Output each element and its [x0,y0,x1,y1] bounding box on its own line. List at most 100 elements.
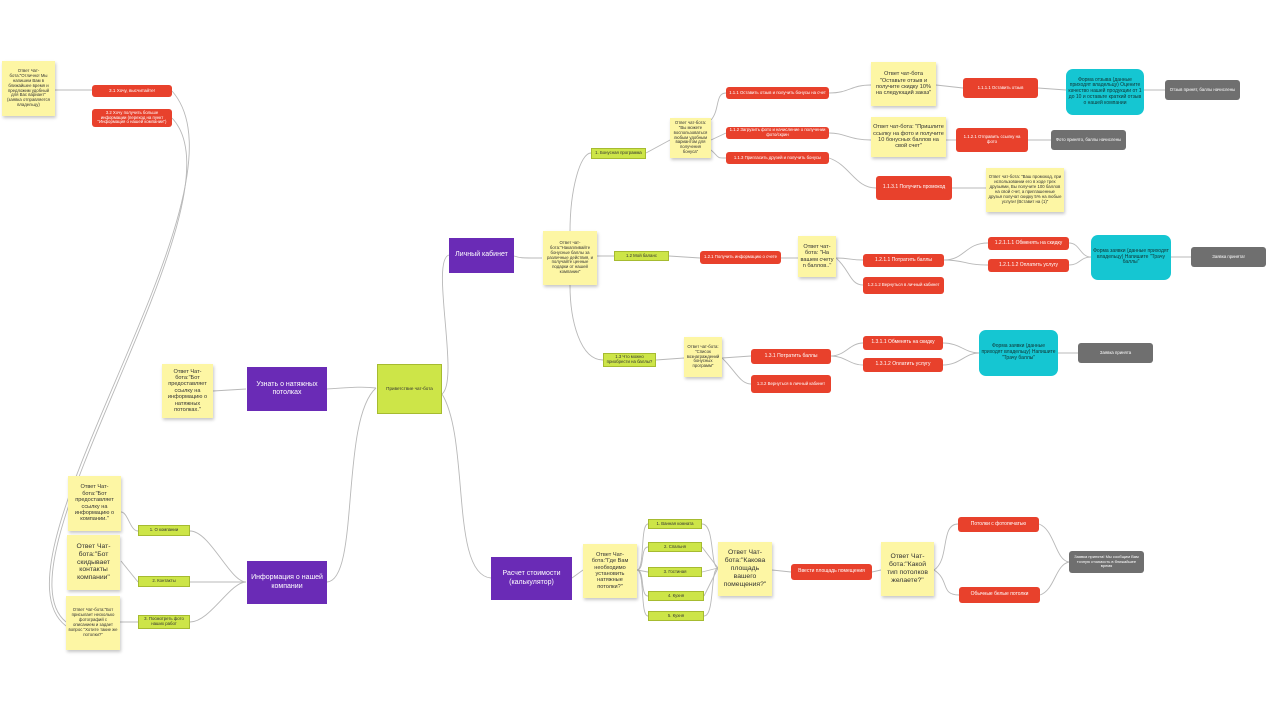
location-answer-sticky[interactable]: Ответ Чат-бота:"Где Вам необходимо устан… [583,544,637,598]
connector [710,149,727,159]
cabinet-answer-sticky[interactable]: Ответ чат-бота:"Накапливайте бонусные ба… [543,231,597,285]
my-balance-node[interactable]: 1.2 Мой баланс [614,251,669,261]
connector [701,546,719,569]
connector [830,355,864,366]
area-answer-sticky[interactable]: Ответ Чат-бота:"Какова площадь вашего по… [718,542,772,596]
rewards-form-node[interactable]: Форма заявки (данные приходят владельцу)… [979,330,1058,376]
bonus-program-node[interactable]: 1. Бонусная программа [591,148,646,159]
balance-pay-node[interactable]: 1.2.1.1.2 Оплатить услугу [988,259,1069,272]
root-greeting-node[interactable]: Приветствие чат-бота [377,364,442,414]
want-calc-node[interactable]: 3.1 Хочу, высчитайте! [92,85,172,97]
review-accepted-node[interactable]: Отзыв принят, баллы начислены [1165,80,1240,100]
rewards-back-node[interactable]: 1.3.2 Вернуться в личный кабинет [751,375,831,393]
connector [835,257,864,261]
connector [1068,256,1092,266]
upload-photo-node[interactable]: 1.1.2 Загрузить фото и начисление о полу… [726,127,829,139]
connector [645,139,671,154]
invite-friends-node[interactable]: 1.1.3 Пригласить друзей и получить бонус… [726,152,829,164]
room-bedroom-node[interactable]: 2. Спальня [648,542,702,552]
company-photos-node[interactable]: 3. Посмотреть фото наших работ [138,615,190,629]
connector [943,259,989,266]
photos-answer-sticky[interactable]: Ответ Чат-бота:"Бот присылает несколько … [66,596,120,650]
rewards-discount-node[interactable]: 1.3.1.1 Обменять на скидку [863,336,943,350]
rewards-request-done-node[interactable]: Заявка принята [1078,343,1153,363]
balance-info-node[interactable]: 1.2.1 Получить информацию о счете [700,251,781,264]
personal-cabinet-node[interactable]: Личный кабинет [449,238,514,273]
leave-review-node[interactable]: 1.1.1 Оставить отзыв и получить бонусы н… [726,87,829,99]
photo-answer-sticky[interactable]: Ответ чат-бота: "Пришлите ссылку на фото… [871,117,946,157]
connector [120,511,139,532]
connector [49,90,190,627]
plain-white-ceiling-node[interactable]: Обычные белые потолки [959,587,1040,603]
connector [51,117,187,623]
connector [942,352,980,366]
rewards-answer-sticky[interactable]: Ответ чат-бота: "Список вознаграждений б… [684,337,722,377]
balance-request-done-node[interactable]: Заявка принята! [1191,247,1266,267]
enter-area-node[interactable]: Ввести площадь помещения [791,564,872,580]
connector [569,152,592,233]
review-submit-node[interactable]: 1.1.1.1 Оставить отзыв [963,78,1038,98]
connector [871,569,882,573]
company-info-node[interactable]: Информация о нашей компании [247,561,327,604]
rewards-spend-node[interactable]: 1.3.1 Потратить баллы [751,349,831,364]
room-living-node[interactable]: 3. Гостиная [648,567,702,577]
connector [933,569,960,596]
connector [1068,242,1092,258]
connector [655,357,685,361]
send-photo-link-node[interactable]: 1.1.2.1 Отправить ссылку на фото [956,128,1028,152]
room-kitchen-node[interactable]: 4. Кухня [648,591,704,601]
balance-answer-sticky[interactable]: Ответ чат-бота: "На вашем счету n баллов… [798,236,836,277]
connector [1039,561,1070,596]
review-answer-sticky[interactable]: Ответ чат-бота "Оставьте отзыв и получит… [871,62,936,106]
connector [942,342,980,354]
connector [189,530,247,583]
ceilings-answer-sticky[interactable]: Ответ Чат-бота:"Бот предоставляет ссылку… [162,364,213,418]
connector [935,84,964,89]
what-to-buy-node[interactable]: 1.3 Что можно приобрести на баллы? [603,353,656,367]
connector [668,255,701,259]
get-promo-node[interactable]: 1.1.3.1 Получить промокод [876,176,952,200]
connector [571,569,584,579]
connector [701,523,719,569]
connector [721,355,752,359]
photo-accepted-node[interactable]: Фото принято, баллы начислены [1051,130,1126,150]
promo-answer-sticky[interactable]: Ответ чат-бота: "Ваш промокод, при испол… [986,168,1064,212]
connector [569,284,604,361]
calculator-node[interactable]: Расчет стоимости (калькулятор) [491,557,572,600]
room-bathroom-node[interactable]: 1. Ванная комната [648,519,702,529]
want-calc-answer-sticky[interactable]: Ответ Чат-бота:"Отлично! Мы напишем Вам … [2,61,55,116]
calc-request-done-node[interactable]: Заявка принята! Мы сообщим Вам точную ст… [1069,551,1144,573]
want-more-info-node[interactable]: 3.2 Хочу получить больше информации (пер… [92,109,172,127]
connector [636,569,649,617]
connector [441,393,492,579]
review-form-node[interactable]: Форма отзыва (данные приходят владельцу)… [1066,69,1144,115]
connector [828,132,872,141]
connector [1038,523,1070,563]
bonus-answer-sticky[interactable]: Ответ чат-бота: "Вы можете воспользовать… [670,118,711,158]
balance-spend-node[interactable]: 1.2.1.1 Потратить баллы [863,254,944,267]
balance-form-node[interactable]: Форма заявки (данные приходят владельцу)… [1091,235,1171,280]
room-kitchen2-node[interactable]: 5. Кухня [648,611,704,621]
ceilings-info-node[interactable]: Узнать о натяжных потолках [247,367,327,411]
connector [326,387,377,583]
about-answer-sticky[interactable]: Ответ Чат-бота:"Бот предоставляет ссылку… [68,476,121,531]
balance-discount-node[interactable]: 1.2.1.1.1 Обменять на скидку [988,237,1069,250]
connector [830,342,864,357]
contacts-answer-sticky[interactable]: Ответ Чат-бота:"Бот скидывает контакты к… [67,535,120,590]
connector [189,581,247,623]
connector [441,254,450,395]
balance-back-node[interactable]: 1.2.1.2 Вернуться в личный кабинет [863,277,944,294]
company-contacts-node[interactable]: 2. Контакты [138,576,190,587]
connector [703,567,719,617]
company-about-node[interactable]: 1. О компании [138,525,190,536]
rewards-pay-node[interactable]: 1.3.1.2 Оплатить услугу [863,358,943,372]
connector [943,242,989,261]
connector [771,569,792,573]
connector [120,560,139,583]
connector [835,257,864,286]
photo-print-ceiling-node[interactable]: Потолки с фотопечатью [958,517,1039,532]
connector [636,546,649,571]
type-answer-sticky[interactable]: Ответ Чат-бота:"Какой тип потолков желае… [881,542,934,596]
